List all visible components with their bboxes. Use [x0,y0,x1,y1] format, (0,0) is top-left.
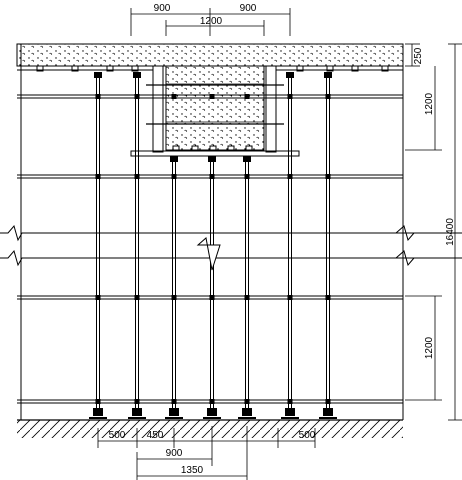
concrete-beam [165,65,265,151]
post-clamp [209,174,215,179]
ground [17,419,403,438]
plank-rib [172,145,180,152]
post-clamp [287,94,293,99]
dim-bottom-900: 900 [166,448,183,459]
post-clamp [209,295,215,300]
post-base [285,408,295,416]
post-clamp [171,174,177,179]
post-clamp [244,399,250,404]
dim-beam-1200: 1200 [424,92,435,115]
post-base [207,408,217,416]
plank-rib [227,145,235,152]
dim-bottom-450: 450 [147,430,164,441]
dim-bottom-500-left: 500 [109,430,126,441]
post-clamp [95,399,101,404]
post-clamp [171,94,177,99]
post-clamp [134,295,140,300]
post-clamp [95,94,101,99]
post-clamp [325,295,331,300]
post-clamp [134,174,140,179]
post-base [93,408,103,416]
post-clamp [287,295,293,300]
post-head [243,156,251,162]
slab-rib [351,65,359,72]
dim-top-left-900: 900 [154,3,171,14]
plank-ribs [172,145,253,152]
post-clamp [171,295,177,300]
post-clamp [325,174,331,179]
slab-rib [381,65,389,72]
slab-formwork-ribs [36,65,389,72]
post-clamp [244,94,250,99]
post-clamp [95,295,101,300]
post-clamp [287,399,293,404]
post-head [94,72,102,78]
slab-rib [71,65,79,72]
slab-rib [106,65,114,72]
post-base [169,408,179,416]
dim-total-16400: 16400 [445,218,456,246]
dim-bottom-1350: 1350 [181,465,204,476]
dim-lift-1200: 1200 [424,336,435,359]
dim-slab-250: 250 [413,47,424,64]
post-base [132,408,142,416]
slab-rib [296,65,304,72]
slab-rib [326,65,334,72]
vertical-posts [20,44,404,420]
dimension-lines [97,8,462,480]
post-clamp [171,399,177,404]
concrete-slab [16,43,404,67]
dim-bottom-500-right: 500 [299,430,316,441]
post-base [323,408,333,416]
post-head [170,156,178,162]
break-symbols [0,224,462,271]
post-clamp [325,399,331,404]
post-head [286,72,294,78]
post-head [133,72,141,78]
dim-top-right-900: 900 [240,3,257,14]
post-clamp [244,174,250,179]
post-base [242,408,252,416]
post-clamp [209,94,215,99]
post-clamp [134,94,140,99]
plank-rib [209,145,217,152]
post-clamp [244,295,250,300]
post-head [324,72,332,78]
plank-rib [191,145,199,152]
post-clamp [209,399,215,404]
slab-rib [36,65,44,72]
dim-top-1200: 1200 [200,16,223,27]
post-clamp [134,399,140,404]
post-head [208,156,216,162]
post-clamp [325,94,331,99]
plank-rib [245,145,253,152]
slab-rib [131,65,139,72]
post-clamp [287,174,293,179]
dimension-labels: 900 900 1200 250 1200 16400 1200 500 450… [109,3,456,476]
beam-side-formwork [146,65,284,153]
post-clamp [95,174,101,179]
